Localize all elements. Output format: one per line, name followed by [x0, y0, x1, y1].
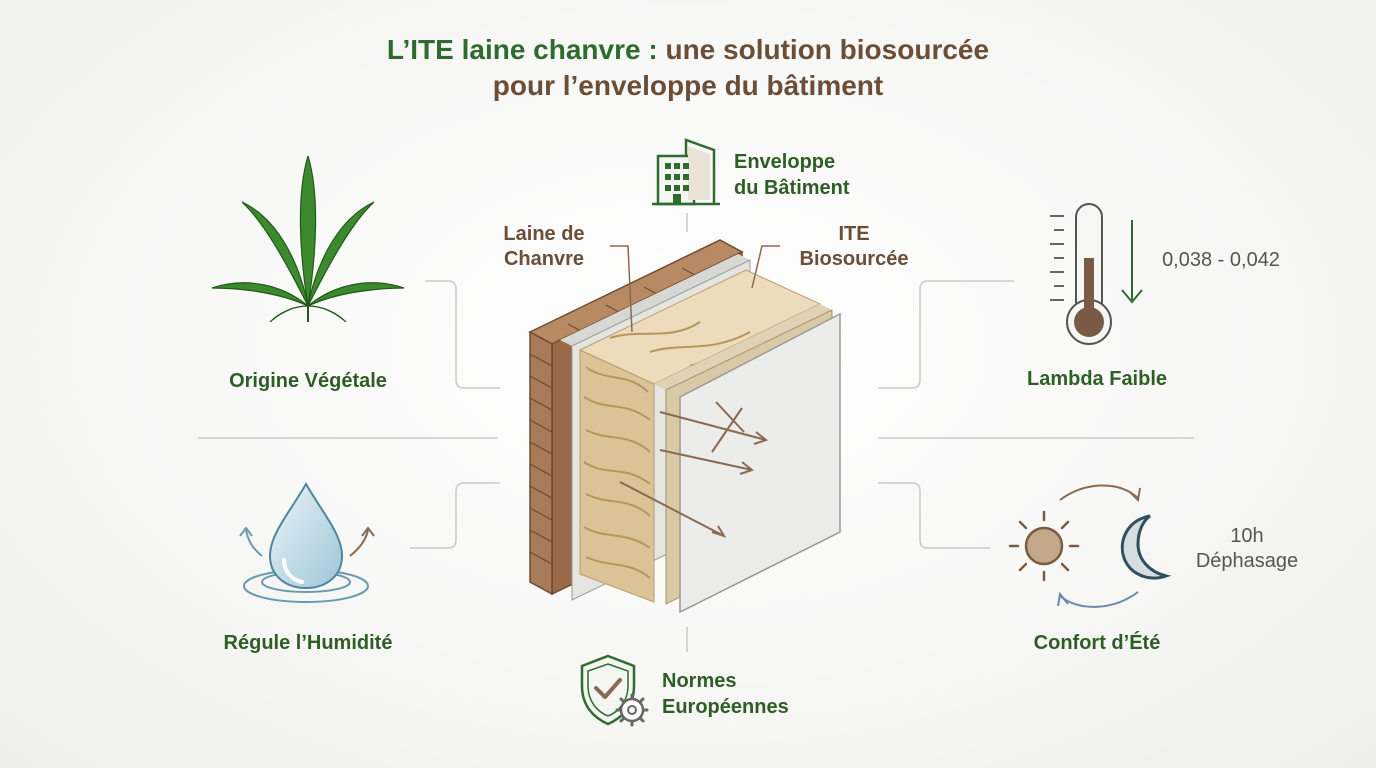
ite-label-line1: ITE: [838, 223, 870, 245]
top-label: Enveloppe du Bâtiment: [734, 149, 850, 201]
bottom-label: Normes Européennes: [662, 668, 789, 720]
hemp-leaf-icon: [211, 156, 405, 322]
origine-vegetale-label: Origine Végétale: [229, 370, 387, 392]
thermometer-icon: [1050, 203, 1143, 345]
title-part-green: L’ITE laine chanvre :: [386, 34, 658, 65]
laine-chanvre-label: Laine de Chanvre: [488, 222, 600, 272]
top-label-line1: Enveloppe: [734, 151, 836, 173]
laine-label-line2: Chanvre: [503, 248, 585, 270]
ite-biosourcee-label: ITE Biosourcée: [784, 222, 924, 272]
laine-label-line1: Laine de: [503, 223, 585, 245]
gear-icon: [615, 693, 649, 727]
dephasage-value-line1: 10h: [1230, 525, 1264, 547]
page-title: L’ITE laine chanvre : une solution bioso…: [0, 33, 1376, 67]
confort-ete-label: Confort d’Été: [1033, 632, 1161, 654]
dephasage-value: 10h Déphasage: [1172, 524, 1322, 574]
lambda-value: 0,038 - 0,042: [1162, 249, 1280, 271]
water-drop-icon: [239, 482, 375, 603]
bottom-label-line1: Normes: [662, 670, 737, 692]
page-subtitle: pour l’enveloppe du bâtiment: [492, 70, 884, 101]
moon-icon: [1120, 514, 1172, 580]
regule-humidite-label: Régule l’Humidité: [223, 632, 393, 654]
lambda-faible-label: Lambda Faible: [1026, 368, 1168, 390]
building-icon: [652, 138, 720, 206]
hemp-wool-layer: [578, 269, 822, 603]
ite-label-line2: Biosourcée: [799, 248, 909, 270]
bottom-label-line2: Européennes: [662, 696, 789, 718]
sun-icon: [1008, 510, 1080, 582]
title-part-brown: une solution biosourcée: [657, 34, 990, 65]
top-label-line2: du Bâtiment: [734, 177, 850, 199]
dephasage-value-line2: Déphasage: [1195, 550, 1299, 572]
shield-gear-icon: [580, 654, 649, 727]
wall-section-illustration: [528, 239, 841, 614]
sun-moon-cycle-icon: [1008, 484, 1172, 608]
